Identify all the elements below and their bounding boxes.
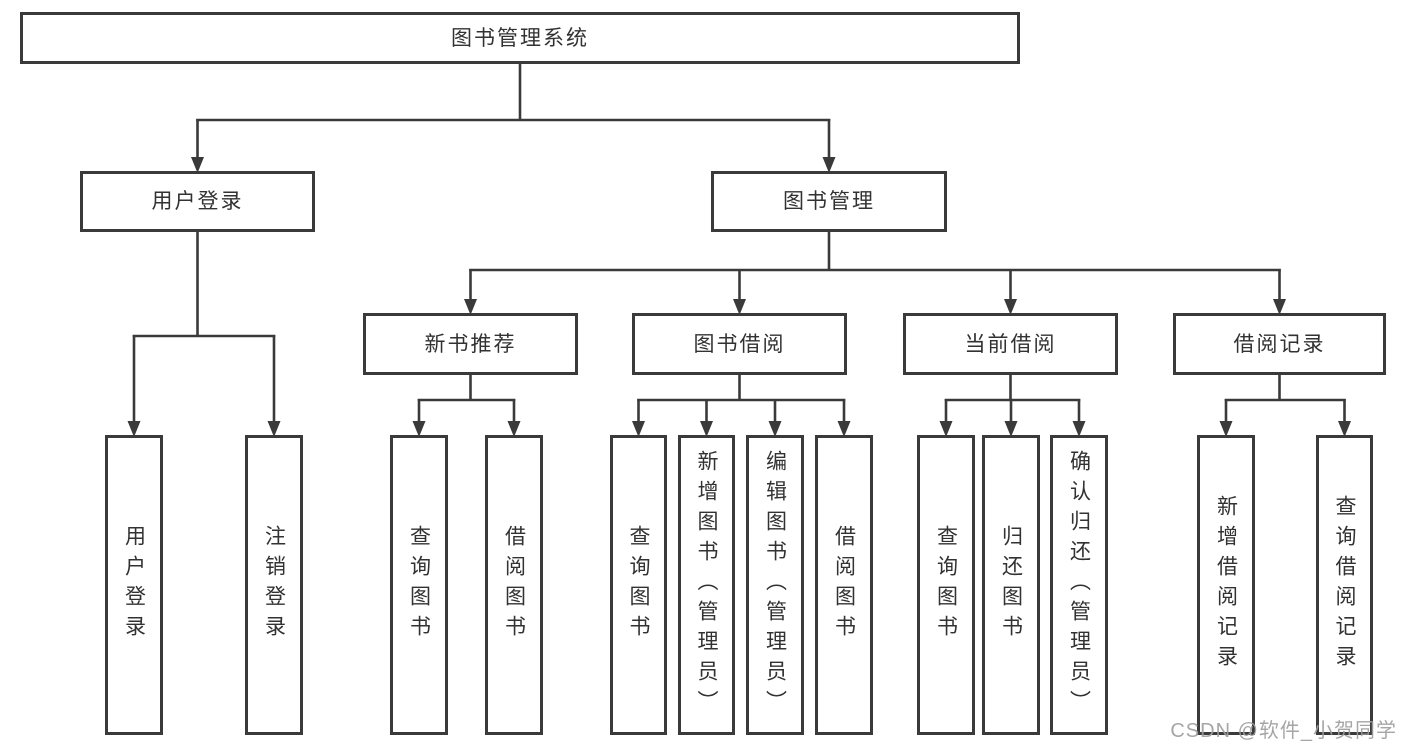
node-book-management: 图书管理: [711, 171, 947, 232]
node-borrow-books-recommend: 借阅图书: [485, 435, 543, 735]
node-query-books-borrowing: 查询图书: [610, 435, 667, 735]
arrowhead-user-login-action: [127, 421, 141, 437]
node-add-borrow-record: 新增借阅记录: [1197, 435, 1255, 735]
node-query-borrow-record: 查询借阅记录: [1316, 435, 1373, 735]
node-library-management-system: 图书管理系统: [20, 12, 1020, 64]
node-return-books: 归还图书: [982, 435, 1040, 735]
node-query-books-recommend: 查询图书: [390, 435, 448, 735]
arrowhead-query-books-borrowing: [632, 421, 645, 437]
arrowhead-book-borrowing: [733, 299, 746, 315]
arrowhead-logout-action: [267, 421, 281, 437]
connector-current-borrowing: [939, 375, 1086, 437]
watermark: CSDN @软件_小贺同学: [1170, 720, 1397, 742]
arrowhead-new-book-recommendation: [464, 299, 477, 315]
arrowhead-current-borrowing: [1004, 299, 1017, 315]
node-new-book-recommendation: 新书推荐: [363, 313, 578, 375]
arrowhead-add-borrow-record: [1219, 421, 1233, 437]
node-logout-action: 注销登录: [245, 435, 303, 735]
arrowhead-add-books-admin: [700, 421, 713, 437]
node-query-books-current: 查询图书: [917, 435, 975, 735]
node-add-books-admin: 新增图书（管理员）: [678, 435, 735, 735]
arrowhead-borrow-books-borrowing: [837, 421, 851, 437]
node-book-borrowing: 图书借阅: [632, 313, 847, 375]
connector-user-login: [127, 232, 281, 437]
connector-library-management-system: [191, 64, 836, 173]
arrowhead-return-books: [1004, 421, 1018, 437]
node-borrowing-records: 借阅记录: [1173, 313, 1386, 375]
connector-new-book-recommendation: [412, 375, 521, 437]
node-user-login: 用户登录: [80, 171, 315, 232]
node-borrow-books-borrowing: 借阅图书: [815, 435, 873, 735]
node-edit-books-admin: 编辑图书（管理员）: [746, 435, 804, 735]
arrowhead-query-books-recommend: [412, 421, 426, 437]
arrowhead-query-books-current: [939, 421, 953, 437]
arrowhead-borrowing-records: [1273, 299, 1286, 315]
arrowhead-confirm-return-admin: [1072, 421, 1086, 437]
node-confirm-return-admin: 确认归还（管理员）: [1050, 435, 1108, 735]
node-current-borrowing: 当前借阅: [903, 313, 1118, 375]
connector-book-management: [464, 232, 1286, 315]
arrowhead-borrow-books-recommend: [507, 421, 521, 437]
connector-book-borrowing: [632, 375, 851, 437]
arrowhead-edit-books-admin: [768, 421, 782, 437]
connector-borrowing-records: [1219, 375, 1351, 437]
arrowhead-query-borrow-record: [1338, 421, 1351, 437]
node-user-login-action: 用户登录: [105, 435, 163, 735]
arrowhead-user-login: [191, 157, 204, 173]
arrowhead-book-management: [822, 157, 836, 173]
